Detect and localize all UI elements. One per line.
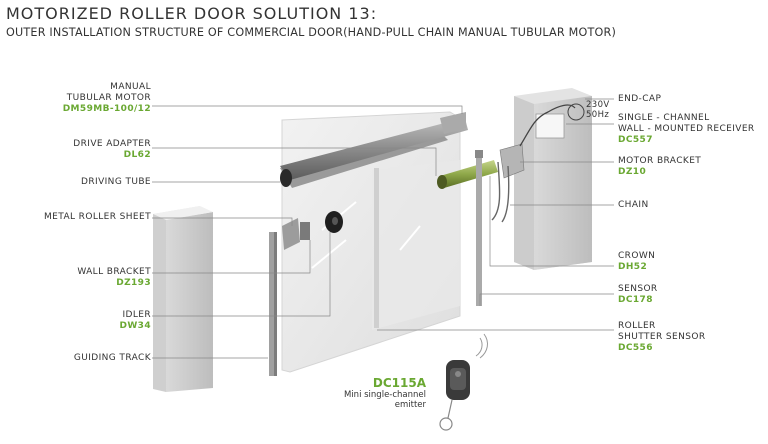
- page-subtitle: OUTER INSTALLATION STRUCTURE OF COMMERCI…: [6, 26, 617, 39]
- label-receiver: SINGLE - CHANNEL WALL - MOUNTED RECEIVER…: [618, 113, 755, 145]
- label-metal-roller-sheet: METAL ROLLER SHEET: [44, 212, 151, 222]
- label-sensor: SENSOR DC178: [618, 284, 658, 305]
- motor-bracket: [491, 143, 525, 223]
- label-chain: CHAIN: [618, 200, 649, 210]
- shutter-sensor: [374, 168, 379, 328]
- left-leader-lines: [152, 105, 463, 359]
- wall-bracket: [282, 218, 310, 250]
- label-guiding-track: GUIDING TRACK: [73, 353, 151, 363]
- power-label: 230V 50Hz: [586, 100, 610, 120]
- label-crown: CROWN DH52: [618, 251, 656, 272]
- page-title: MOTORIZED ROLLER DOOR SOLUTION 13:: [6, 4, 378, 23]
- label-motor-bracket: MOTOR BRACKET DZ10: [618, 156, 702, 177]
- right-leader-lines: [377, 98, 614, 331]
- label-wall-bracket: WALL BRACKET DZ193: [77, 267, 151, 288]
- receiver: [519, 103, 585, 147]
- tubular-motor: [437, 160, 498, 189]
- emitter-desc-line1: Mini single-channel: [343, 390, 426, 400]
- emitter-model: DC115A: [372, 376, 426, 390]
- label-driving-tube: DRIVING TUBE: [81, 177, 151, 187]
- guiding-track: [269, 232, 277, 376]
- label-end-cap: END-CAP: [618, 94, 662, 104]
- label-drive-adapter: DRIVE ADAPTER DL62: [73, 139, 151, 160]
- idler: [325, 211, 343, 233]
- label-idler: IDLER DW34: [119, 310, 151, 331]
- right-wall: [514, 88, 592, 270]
- emitter-label: DC115A Mini single-channel emitter: [330, 376, 426, 410]
- sensor-post: [475, 150, 483, 306]
- remote-emitter: [439, 333, 488, 431]
- roller-tube: [280, 112, 468, 188]
- left-wall: [153, 206, 213, 392]
- emitter-desc-line2: emitter: [394, 400, 426, 410]
- label-manual-tubular-motor: MANUAL TUBULAR MOTOR DM59MB-100/12: [62, 82, 151, 114]
- label-roller-shutter-sensor: ROLLER SHUTTER SENSOR DC556: [618, 321, 706, 353]
